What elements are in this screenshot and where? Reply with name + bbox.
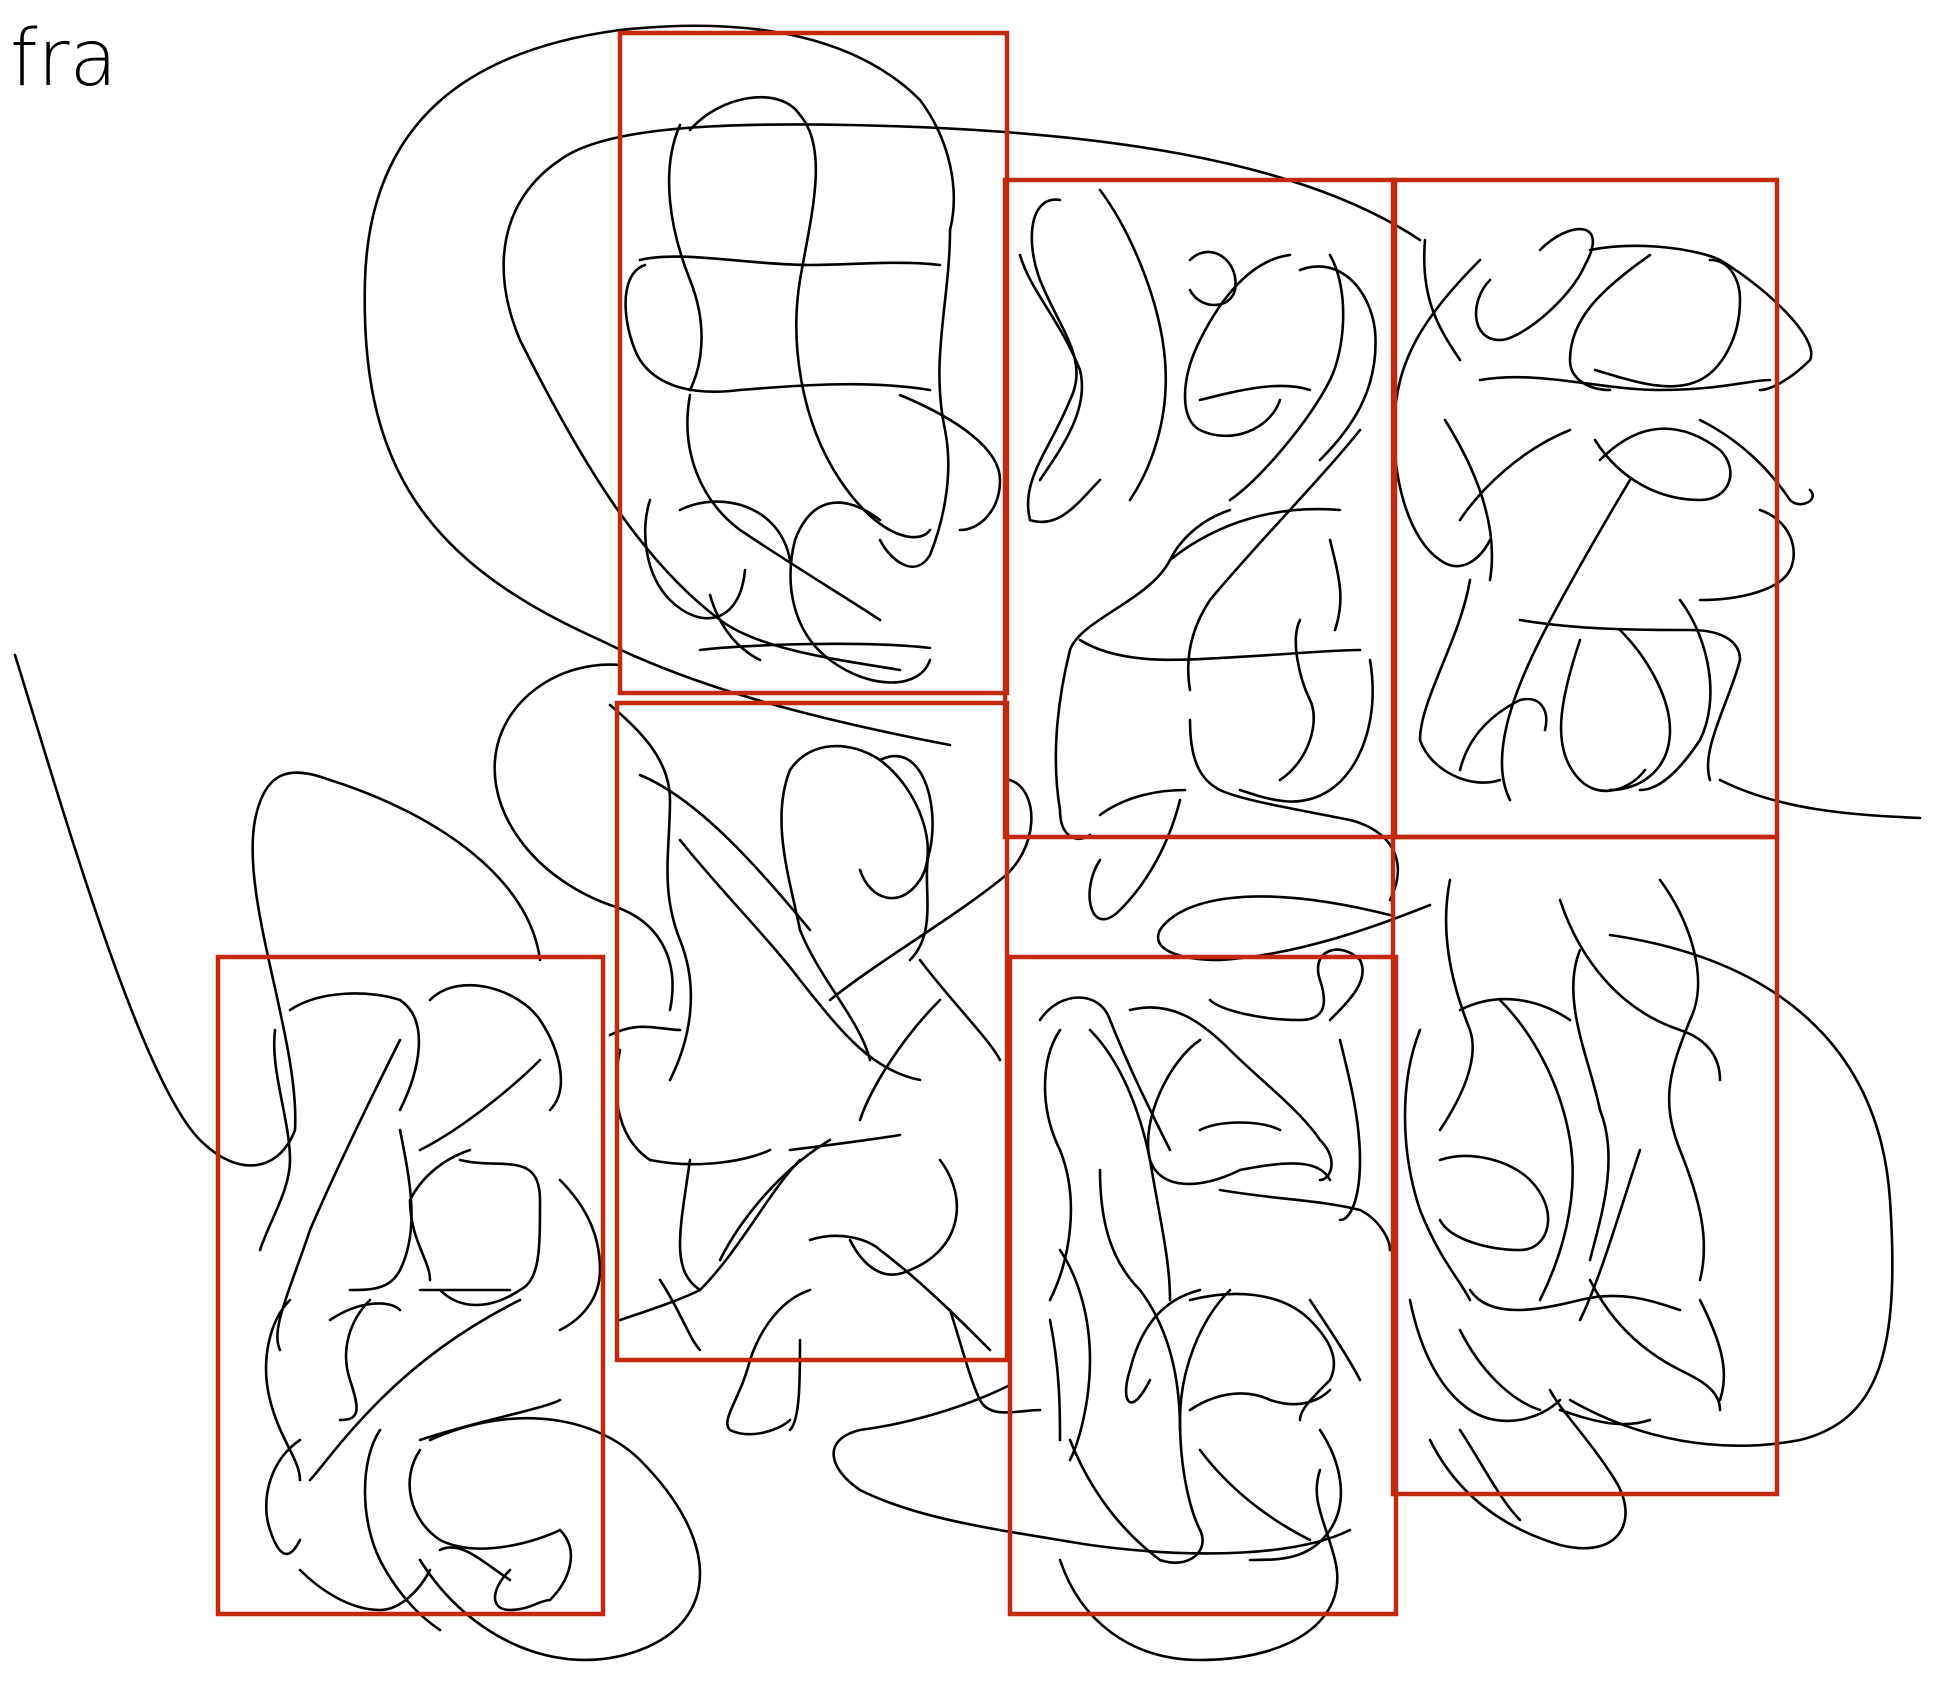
tangle-f bbox=[1040, 950, 1390, 1563]
outer-strand-lower-loop bbox=[834, 1385, 1350, 1553]
tangle-e bbox=[260, 985, 600, 1630]
outer-strand-middle-sweep bbox=[1158, 896, 1430, 960]
tangle-g bbox=[1405, 880, 1724, 1520]
outer-strand-bottom-left-loop bbox=[420, 1418, 700, 1660]
outer-strand-right-tail bbox=[1720, 780, 1920, 818]
tangle-c bbox=[1394, 229, 1812, 800]
outer-strand-upper-sweep bbox=[504, 124, 1420, 670]
tangle-b bbox=[1020, 190, 1398, 919]
box-top-right bbox=[1393, 180, 1777, 837]
tangle-boxes bbox=[218, 33, 1777, 1614]
box-middle-left bbox=[617, 703, 1007, 1360]
box-bottom-right bbox=[1393, 837, 1777, 1494]
knot-strands bbox=[15, 26, 1920, 1660]
tangle-d bbox=[610, 705, 1040, 1434]
outer-strand-bottom-right bbox=[1570, 935, 1892, 1446]
outer-strand-left bbox=[15, 655, 540, 1165]
tangle-a bbox=[626, 97, 1000, 682]
